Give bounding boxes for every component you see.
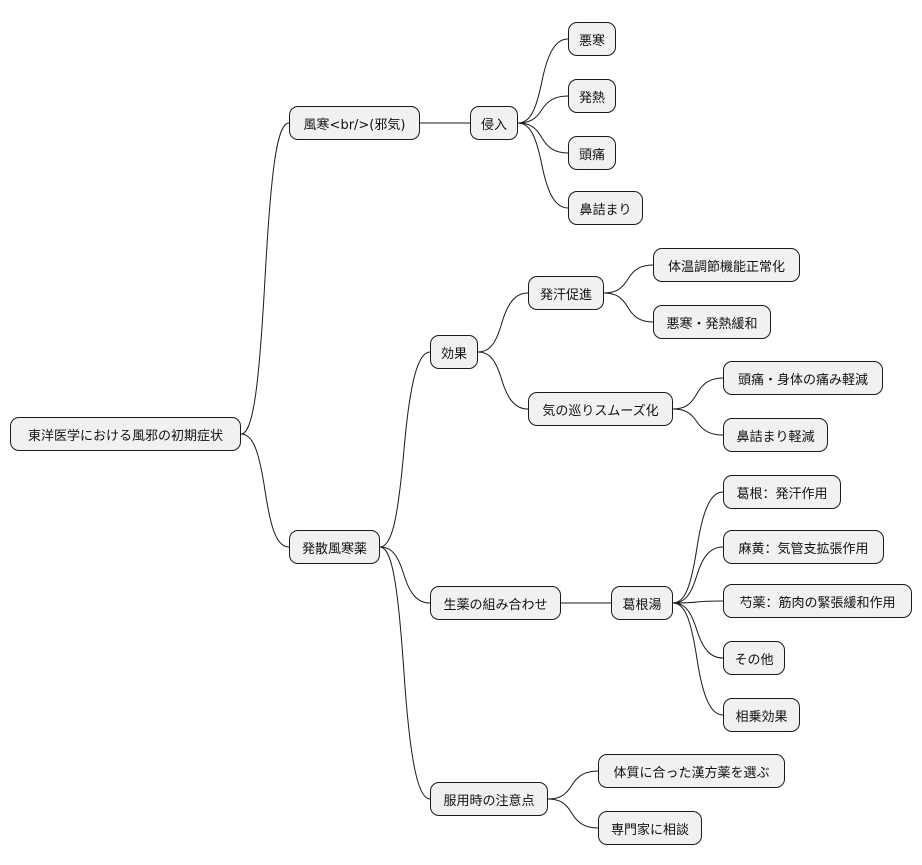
node-hassan-fuukan-yaku: 発散風寒薬 — [289, 530, 380, 564]
node-symptom-nasal-congestion: 鼻詰まり — [568, 191, 643, 225]
node-kakkon: 葛根：発汗作用 — [723, 475, 841, 509]
connector-node-promote-sweating-to-node-thermoregulation — [603, 264, 654, 294]
node-relieve-chills-fever: 悪寒・発熱緩和 — [653, 305, 771, 339]
node-fuukan-jaki: 風寒<br/>(邪気) — [289, 106, 420, 140]
connector-node-hassan-fuukan-yaku-to-node-effect — [379, 351, 431, 548]
node-kakkonto: 葛根湯 — [611, 586, 673, 620]
node-herb-combination: 生薬の組み合わせ — [430, 586, 561, 620]
connector-node-effect-to-node-promote-sweating — [477, 292, 529, 353]
connector-node-caution-to-node-consult-expert — [547, 798, 599, 829]
connector-node-qi-flow-to-node-reduce-congestion — [672, 408, 724, 436]
connector-node-hassan-fuukan-yaku-to-node-herb-combination — [379, 546, 431, 604]
node-effect: 効果 — [430, 335, 478, 369]
connector-node-invasion-to-node-symptom-headache — [517, 122, 569, 154]
node-synergy: 相乗効果 — [723, 698, 800, 732]
node-invasion: 侵入 — [470, 106, 518, 140]
node-qi-flow: 気の巡りスムーズ化 — [528, 392, 673, 426]
connector-node-kakkonto-to-node-synergy — [672, 602, 724, 716]
connector-node-promote-sweating-to-node-relieve-chills-fever — [603, 292, 654, 323]
node-symptom-fever: 発熱 — [568, 79, 616, 113]
node-symptom-headache: 頭痛 — [568, 136, 616, 170]
node-consult-expert: 専門家に相談 — [598, 811, 702, 845]
connector-root-node-to-node-fuukan-jaki — [240, 122, 290, 435]
connector-node-kakkonto-to-node-shakuyaku — [672, 600, 724, 604]
connector-root-node-to-node-hassan-fuukan-yaku — [240, 433, 290, 548]
connector-node-kakkonto-to-node-kakkon — [672, 491, 724, 604]
node-promote-sweating: 発汗促進 — [528, 276, 604, 310]
node-thermoregulation: 体温調節機能正常化 — [653, 248, 800, 282]
connector-node-caution-to-node-choose-kampo — [547, 770, 599, 800]
node-others: その他 — [723, 641, 785, 675]
connector-node-invasion-to-node-symptom-nasal-congestion — [517, 122, 569, 209]
connector-node-qi-flow-to-node-reduce-pain — [672, 377, 724, 410]
node-reduce-pain: 頭痛・身体の痛み軽減 — [723, 361, 883, 395]
node-reduce-congestion: 鼻詰まり軽減 — [723, 418, 828, 452]
connector-node-effect-to-node-qi-flow — [477, 351, 529, 410]
node-symptom-chills: 悪寒 — [568, 22, 616, 56]
node-choose-kampo: 体質に合った漢方薬を選ぶ — [598, 754, 785, 788]
connector-node-hassan-fuukan-yaku-to-node-caution — [379, 546, 431, 800]
root-node: 東洋医学における風邪の初期症状 — [10, 417, 241, 451]
connector-node-kakkonto-to-node-others — [672, 602, 724, 659]
node-caution: 服用時の注意点 — [430, 782, 548, 816]
connector-node-invasion-to-node-symptom-chills — [517, 38, 569, 124]
connector-node-invasion-to-node-symptom-fever — [517, 95, 569, 124]
node-mao: 麻黄：気管支拡張作用 — [723, 530, 884, 564]
node-shakuyaku: 芍薬：筋肉の緊張緩和作用 — [723, 584, 912, 618]
connector-node-kakkonto-to-node-mao — [672, 546, 724, 604]
